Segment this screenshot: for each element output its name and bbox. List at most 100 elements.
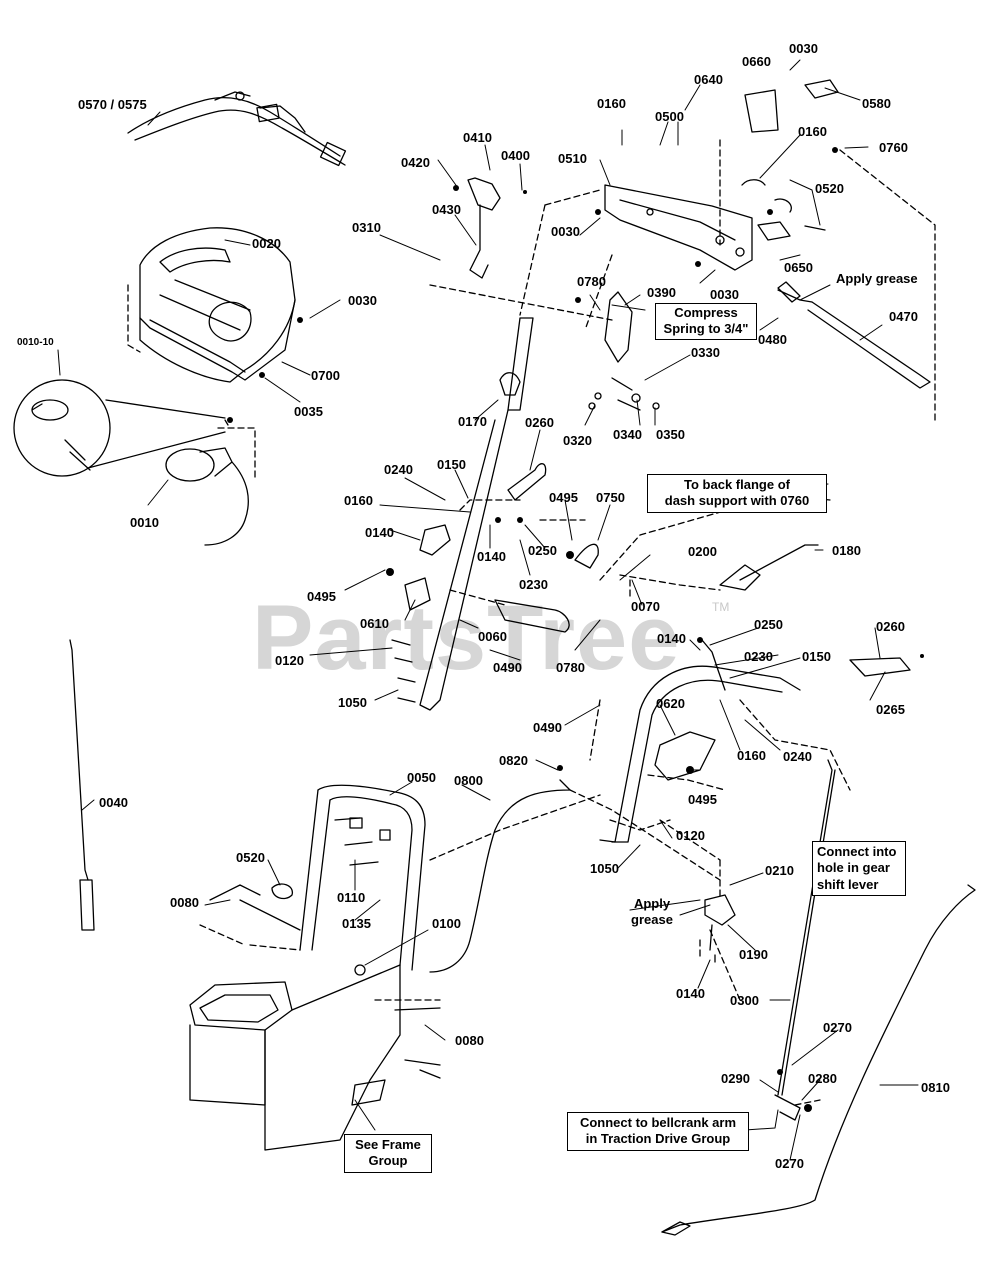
callout-0520-bottom: 0520 <box>236 850 265 865</box>
callout-0180: 0180 <box>832 543 861 558</box>
callout-0820: 0820 <box>499 753 528 768</box>
callout-0290: 0290 <box>721 1071 750 1086</box>
callout-0050: 0050 <box>407 770 436 785</box>
callout-0030-b: 0030 <box>551 224 580 239</box>
callout-0040: 0040 <box>99 795 128 810</box>
back-flange-note: To back flange of dash support with 0760 <box>647 474 827 513</box>
callout-0760: 0760 <box>879 140 908 155</box>
apply-grease-note-bottom: Apply grease <box>624 896 680 929</box>
callout-0110: 0110 <box>337 890 366 905</box>
trademark-mark: TM <box>712 600 730 614</box>
callout-0150-a: 0150 <box>437 457 466 472</box>
callout-0495-a: 0495 <box>549 490 578 505</box>
callout-0140-a: 0140 <box>365 525 394 540</box>
callout-0270-a: 0270 <box>823 1020 852 1035</box>
wiring-harness <box>127 91 347 167</box>
callout-0250-b: 0250 <box>754 617 783 632</box>
callout-1050-b: 1050 <box>590 861 619 876</box>
callout-0210: 0210 <box>765 863 794 878</box>
callout-0030-a: 0030 <box>348 293 377 308</box>
compress-spring-line1: Compress <box>674 305 738 320</box>
callout-0030-top: 0030 <box>789 41 818 56</box>
callout-0340: 0340 <box>613 427 642 442</box>
callout-0140-d: 0140 <box>676 986 705 1001</box>
callout-0620: 0620 <box>656 696 685 711</box>
callout-0510: 0510 <box>558 151 587 166</box>
callout-0160-right: 0160 <box>798 124 827 139</box>
callout-0070: 0070 <box>631 599 660 614</box>
callout-0230-a: 0230 <box>519 577 548 592</box>
dash-support <box>467 79 931 411</box>
callout-0520-top: 0520 <box>815 181 844 196</box>
callout-0030-c: 0030 <box>710 287 739 302</box>
callout-0150-b: 0150 <box>802 649 831 664</box>
callout-0160-mid: 0160 <box>344 493 373 508</box>
callout-0610: 0610 <box>360 616 389 631</box>
callout-0265: 0265 <box>876 702 905 717</box>
callout-0080-a: 0080 <box>170 895 199 910</box>
callout-0200: 0200 <box>688 544 717 559</box>
callout-0280: 0280 <box>808 1071 837 1086</box>
callout-0310: 0310 <box>352 220 381 235</box>
callout-0120-b: 0120 <box>676 828 705 843</box>
callout-0140-c: 0140 <box>657 631 686 646</box>
callout-0080-b: 0080 <box>455 1033 484 1048</box>
bellcrank-note: Connect to bellcrank arm in Traction Dri… <box>567 1112 749 1151</box>
callout-0490-b: 0490 <box>533 720 562 735</box>
callout-0250-a: 0250 <box>528 543 557 558</box>
callout-0100: 0100 <box>432 916 461 931</box>
hardware-fasteners <box>227 147 924 1112</box>
callout-0350: 0350 <box>656 427 685 442</box>
callout-0500: 0500 <box>655 109 684 124</box>
callout-0640: 0640 <box>694 72 723 87</box>
lower-handle <box>599 544 911 843</box>
callout-0580: 0580 <box>862 96 891 111</box>
callout-0660: 0660 <box>742 54 771 69</box>
callout-0010: 0010 <box>130 515 159 530</box>
apply-grease-note-top: Apply grease <box>836 271 918 286</box>
callout-0430: 0430 <box>432 202 461 217</box>
pivot-bracket <box>704 894 736 963</box>
callout-0750: 0750 <box>596 490 625 505</box>
callout-0020: 0020 <box>252 236 281 251</box>
callout-0420: 0420 <box>401 155 430 170</box>
callout-0400: 0400 <box>501 148 530 163</box>
callout-0190: 0190 <box>739 947 768 962</box>
callout-0170: 0170 <box>458 414 487 429</box>
callout-0240-b: 0240 <box>783 749 812 764</box>
connect-gear-line2: hole in gear <box>817 860 890 876</box>
callout-0780-a: 0780 <box>577 274 606 289</box>
callout-0490-a: 0490 <box>493 660 522 675</box>
callout-0650: 0650 <box>784 260 813 275</box>
connect-gear-line3: shift lever <box>817 876 879 892</box>
callout-0035: 0035 <box>294 404 323 419</box>
callout-0260-a: 0260 <box>525 415 554 430</box>
partstree-watermark: PartsTree <box>252 587 681 689</box>
callout-0570-0575: 0570 / 0575 <box>78 97 147 112</box>
assembly-leaders <box>199 139 936 1106</box>
callout-0320: 0320 <box>563 433 592 448</box>
bellcrank-line1: Connect to bellcrank arm <box>579 1115 737 1130</box>
apply-grease-bottom-line1: Apply <box>633 896 671 911</box>
callout-0480: 0480 <box>758 332 787 347</box>
connect-gear-line1: Connect into <box>817 844 897 859</box>
back-flange-line2: dash support with 0760 <box>664 493 810 509</box>
callout-0160-top: 0160 <box>597 96 626 111</box>
see-frame-line2: Group <box>368 1153 408 1169</box>
callout-0700: 0700 <box>311 368 340 383</box>
callout-0810: 0810 <box>921 1080 950 1095</box>
callout-0135: 0135 <box>342 916 371 931</box>
headlight-assembly <box>13 379 249 546</box>
callout-0300: 0300 <box>730 993 759 1008</box>
callout-0060: 0060 <box>478 629 507 644</box>
callout-0160-bottom: 0160 <box>737 748 766 763</box>
frame-chassis <box>189 784 441 1151</box>
callout-0780-b: 0780 <box>556 660 585 675</box>
callout-1050-a: 1050 <box>338 695 367 710</box>
callout-0240-a: 0240 <box>384 462 413 477</box>
callout-0260-b: 0260 <box>876 619 905 634</box>
callout-0800: 0800 <box>454 773 483 788</box>
connect-gear-shift-note: Connect into hole in gear shift lever <box>812 841 906 896</box>
callout-0140-b: 0140 <box>477 549 506 564</box>
